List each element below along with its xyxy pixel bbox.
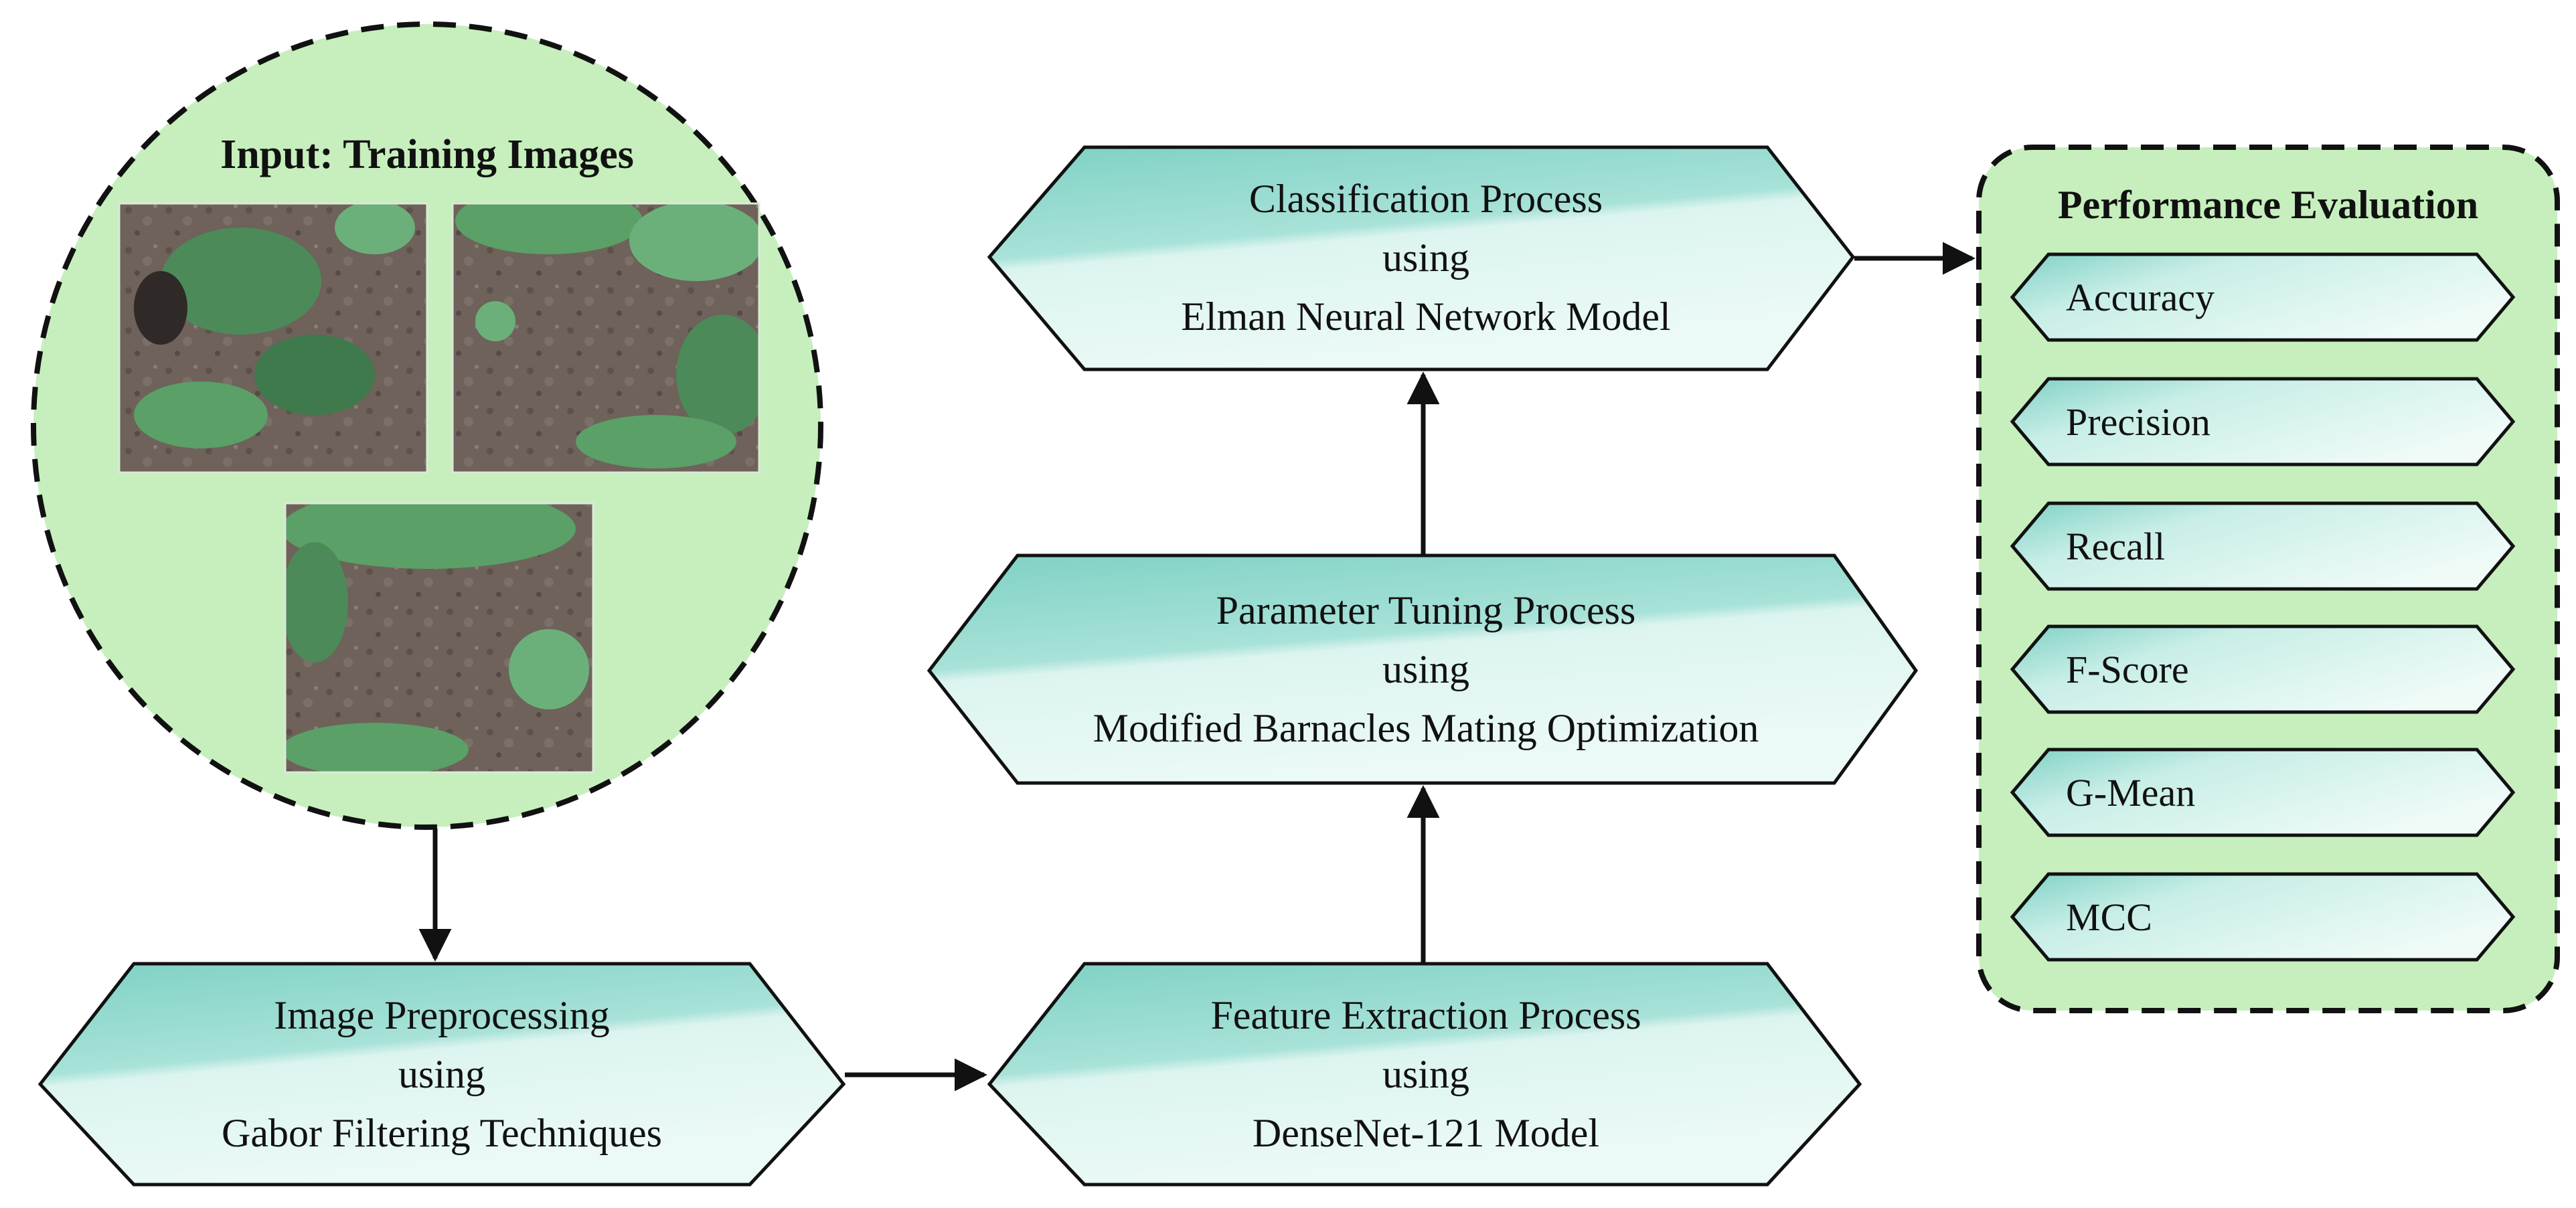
preprocess-line-2: using	[398, 1052, 486, 1096]
training-image-1	[119, 203, 427, 472]
metric-hexagon-accuracy	[2010, 252, 2516, 342]
feature-hexagon	[987, 962, 1862, 1187]
metric-accuracy: Accuracy	[2066, 275, 2215, 319]
feature-line-1: Feature Extraction Process	[1210, 993, 1641, 1037]
feature-line-2: using	[1382, 1052, 1470, 1096]
metric-precision: Precision	[2066, 400, 2210, 444]
metric-fscore: F-Score	[2066, 647, 2189, 691]
input-title: Input: Training Images	[220, 132, 634, 177]
training-image-3	[285, 503, 593, 772]
training-image-2	[453, 203, 759, 472]
preprocess-line-1: Image Preprocessing	[274, 993, 610, 1037]
metric-hexagon-gmean	[2010, 748, 2516, 837]
metric-gmean: G-Mean	[2066, 770, 2196, 814]
classification-line-2: using	[1382, 236, 1470, 280]
tuning-hexagon	[927, 553, 1919, 785]
preprocess-hexagon	[37, 962, 846, 1187]
preprocess-line-3: Gabor Filtering Techniques	[222, 1111, 662, 1155]
metric-hexagon-fscore	[2010, 624, 2516, 714]
evaluation-title: Performance Evaluation	[2057, 183, 2479, 227]
tuning-label: Parameter Tuning Process using Modified …	[984, 562, 1868, 776]
classification-label: Classification Process using Elman Neura…	[1084, 154, 1767, 361]
preprocess-label: Image Preprocessing using Gabor Filterin…	[134, 970, 750, 1178]
metric-hexagon-precision	[2010, 377, 2516, 466]
tuning-line-1: Parameter Tuning Process	[1216, 588, 1636, 632]
feature-label: Feature Extraction Process using DenseNe…	[1084, 970, 1767, 1178]
metric-mcc: MCC	[2066, 895, 2152, 939]
classification-hexagon	[987, 145, 1856, 371]
metric-recall: Recall	[2066, 524, 2166, 568]
metric-hexagon-recall	[2010, 501, 2516, 591]
classification-line-1: Classification Process	[1249, 177, 1603, 221]
feature-line-3: DenseNet-121 Model	[1252, 1111, 1600, 1155]
metric-hexagon-mcc	[2010, 872, 2516, 962]
tuning-line-2: using	[1382, 647, 1470, 691]
tuning-line-3: Modified Barnacles Mating Optimization	[1093, 706, 1759, 750]
classification-line-3: Elman Neural Network Model	[1181, 294, 1671, 339]
